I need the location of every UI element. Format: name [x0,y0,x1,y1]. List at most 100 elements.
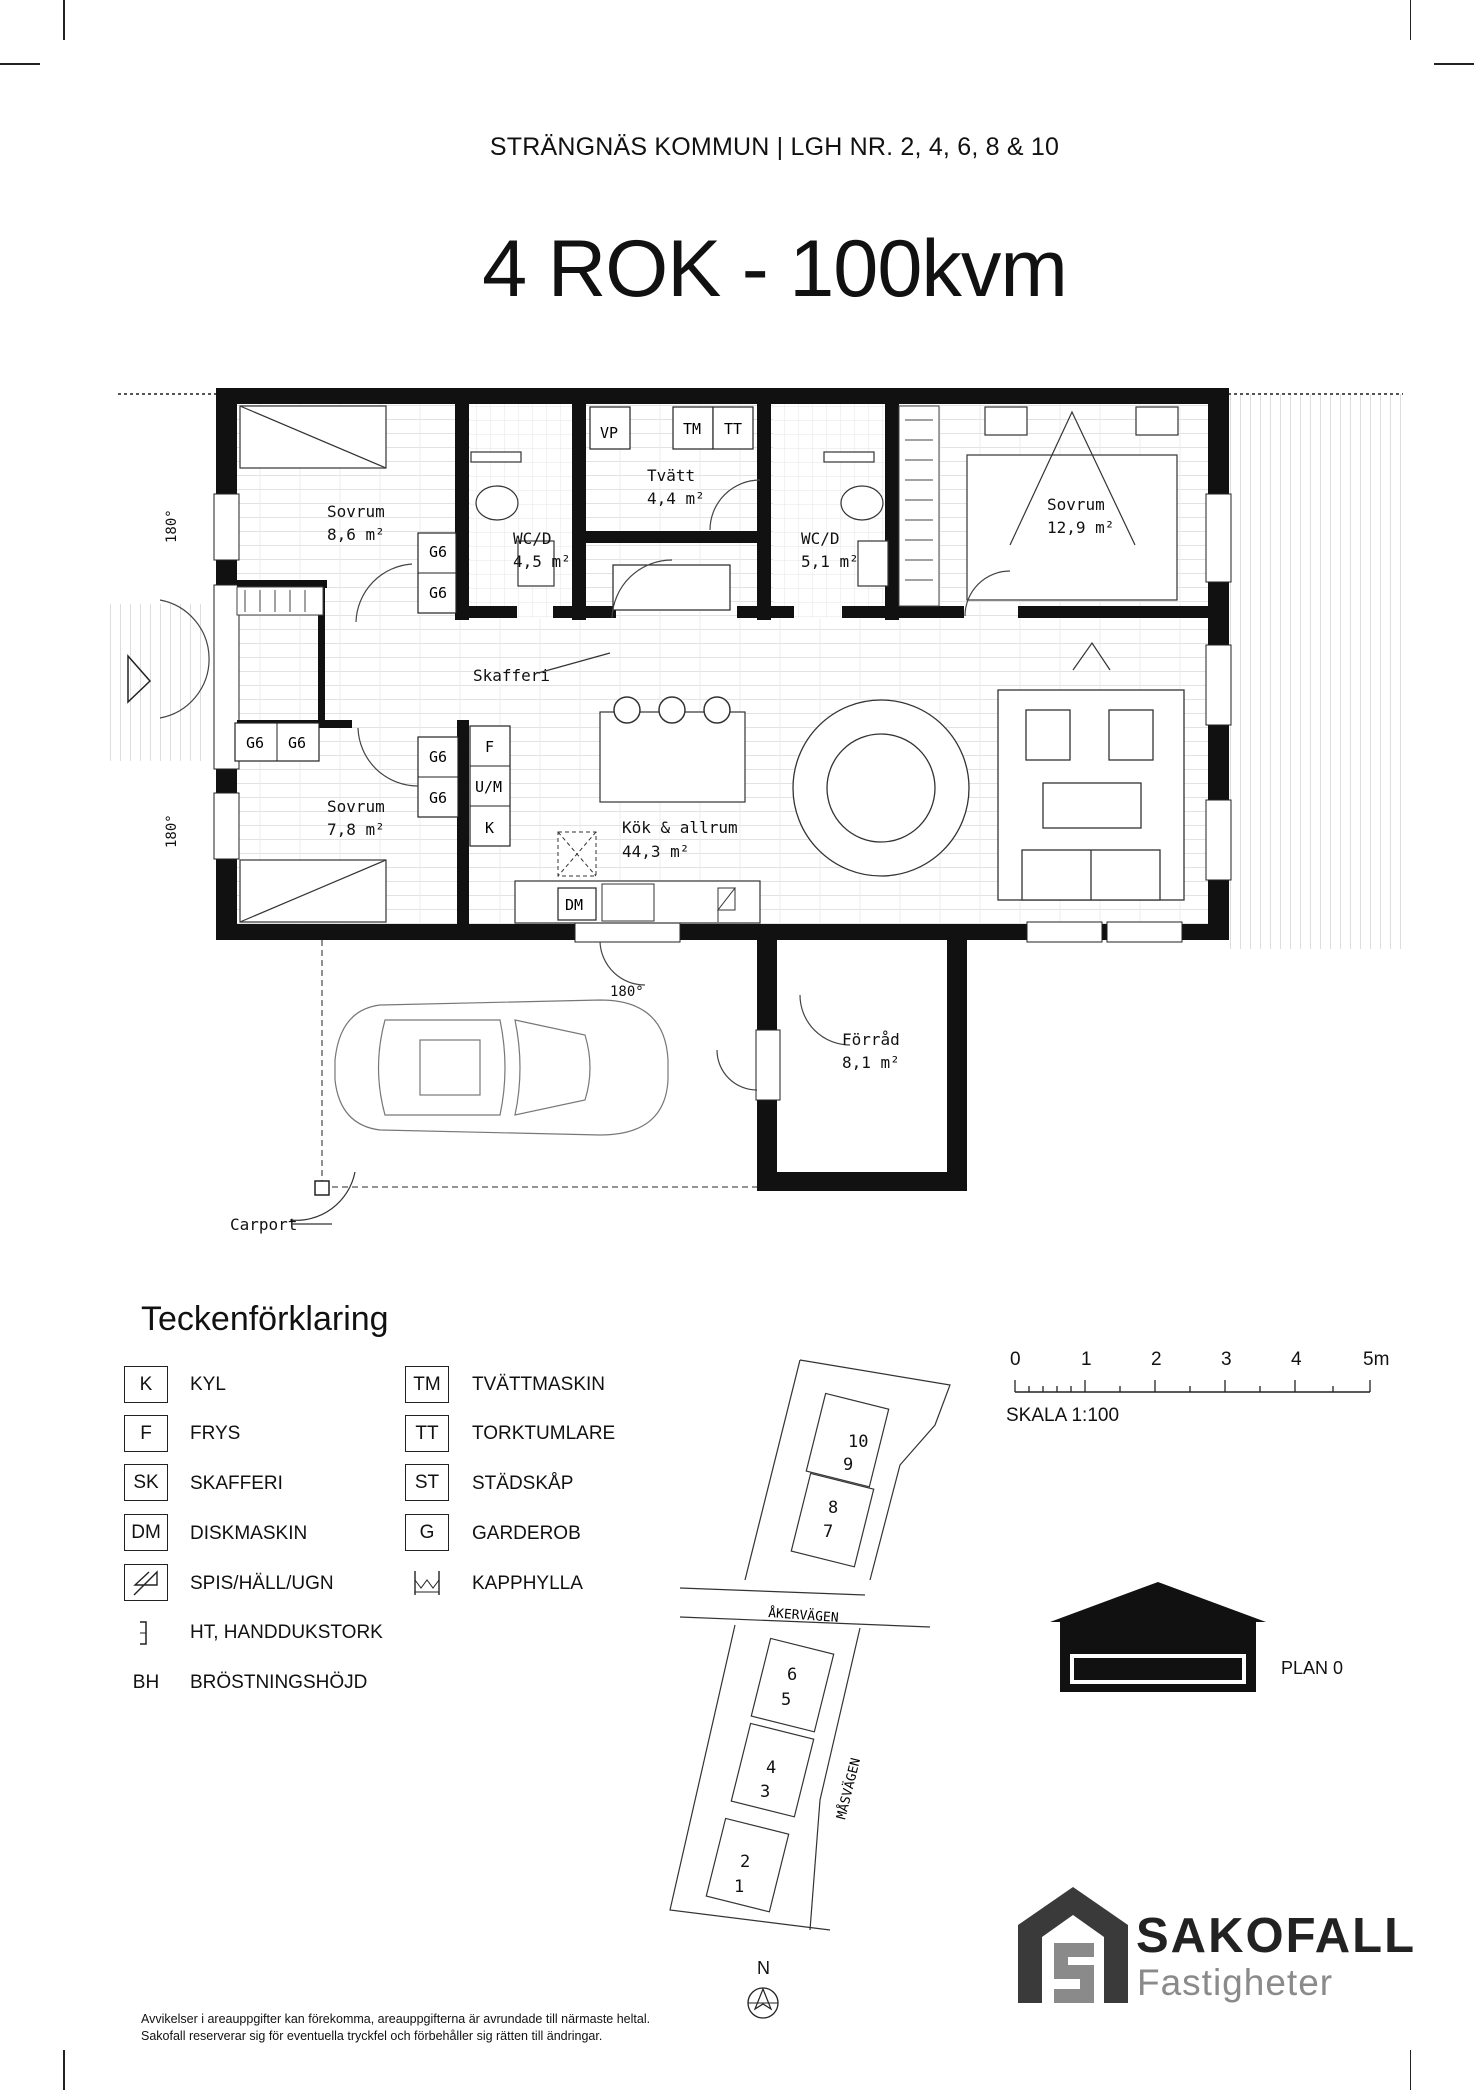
room-area: 4,4 m² [647,489,705,508]
legend-label: KAPPHYLLA [472,1573,583,1594]
room-area: 4,5 m² [513,552,571,571]
bed [239,405,1179,923]
scale-label: SKALA 1:100 [1006,1405,1120,1426]
legend-label: KYL [190,1374,226,1395]
wardrobe-label: G6 [429,584,447,602]
door-angle-label: 180° [610,984,644,1000]
house-section-icon [1050,1582,1266,1692]
carport-label: Carport [230,1215,297,1234]
site-plan: 10 9 8 7 6 5 4 3 2 1 ÅKERVÄGEN MÅSVÄGEN [669,1359,951,1931]
carport-outline [321,940,757,1188]
coat-rack [236,405,940,616]
washer-label: TM [683,420,701,438]
scale-tick-label: 4 [1291,1349,1302,1370]
door-angle-label: 180° [164,814,180,848]
room-name: WC/D [801,529,840,548]
entrance-steps [110,604,210,761]
pantry [612,564,731,611]
room-area: 44,3 m² [622,842,689,861]
wardrobe-label: G6 [288,734,306,752]
legend-label: HT, HANDDUKSTORK [190,1622,383,1643]
towel-rail-icon [124,1614,168,1651]
site-building [705,1392,890,1913]
wardrobe-label: G6 [429,748,447,766]
room-area: 7,8 m² [327,820,385,839]
footer-line: Sakofall reserverar sig för eventuella t… [141,2029,603,2043]
brand-name: SAKOFALL [1136,1909,1417,1963]
north-label: N [757,1958,770,1978]
freezer-label: F [485,738,494,756]
legend-code: SK [124,1464,168,1501]
room-area: 12,9 m² [1047,518,1114,537]
room-name: Tvätt [647,466,695,485]
wardrobe-label: G6 [429,789,447,807]
legend-label: BRÖSTNINGSHÖJD [190,1672,368,1693]
unit-number: 3 [760,1782,770,1802]
legend-code: TT [405,1415,449,1452]
crop-mark [1409,2050,1411,2090]
crop-mark [63,0,65,40]
fridge-freezer-label: U/M [475,778,502,796]
unit-number: 9 [843,1455,853,1475]
legend-code: G [405,1514,449,1551]
room-area: 5,1 m² [801,552,859,571]
crop-mark [0,63,40,65]
legend-code: TM [405,1366,449,1403]
wardrobe [234,532,511,847]
unit-number: 2 [740,1852,750,1872]
toilet [470,451,889,587]
door-angle-label: 180° [164,509,180,543]
legend-code: DM [124,1514,168,1551]
unit-number: 8 [828,1498,838,1518]
room-area: 8,1 m² [842,1053,900,1072]
legend-label: DISKMASKIN [190,1523,308,1544]
page-subtitle: STRÄNGNÄS KOMMUN | LGH NR. 2, 4, 6, 8 & … [489,133,1060,161]
heat-pump-label: VP [600,424,618,442]
pantry-label: Skafferi [473,666,550,685]
footer-line: Avvikelser i areauppgifter kan förekomma… [141,2012,651,2026]
room-name: Sovrum [1047,495,1105,514]
dishwasher-label: DM [565,896,583,914]
legend-label: TORKTUMLARE [472,1423,616,1444]
bar-stool [613,696,731,724]
room-name: Förråd [842,1030,900,1049]
north-arrow-icon [747,1987,779,2019]
room-name: Sovrum [327,797,385,816]
legend-code: ST [405,1464,449,1501]
sofa-group [997,689,1185,901]
carport-post [314,1180,330,1196]
floor-plan: G6 G6 G6 G6 G6 G6 F U/M K VP TM TT [110,388,1403,1234]
door-swing [159,479,1011,1091]
scale-tick-label: 2 [1151,1349,1162,1370]
legend-label: SPIS/HÄLL/UGN [190,1573,334,1594]
footer-disclaimer: Avvikelser i areauppgifter kan förekomma… [141,2011,650,2045]
crop-mark [1434,63,1474,65]
brand-subname: Fastigheter [1137,1962,1334,2003]
coat-rack-icon [405,1564,449,1601]
scale-tick-label: 5m [1363,1349,1390,1370]
unit-number: 7 [823,1522,833,1542]
room-area: 8,6 m² [327,525,385,544]
crop-mark [63,2050,65,2090]
unit-number: 4 [766,1758,776,1778]
road-label: MÅSVÄGEN [833,1756,864,1821]
room-name: Sovrum [327,502,385,521]
legend-label: FRYS [190,1423,241,1444]
unit-number: 5 [781,1690,791,1710]
legend-code: F [124,1415,168,1452]
scale-tick-label: 3 [1221,1349,1232,1370]
legend-title: Teckenförklaring [141,1300,389,1338]
fridge-label: K [485,819,494,837]
page-title: 4 ROK - 100kvm [482,224,1068,314]
legend-label: TVÄTTMASKIN [472,1374,606,1395]
legend-label: STÄDSKÅP [472,1473,574,1494]
car [334,999,669,1136]
terrace-deck [1228,394,1403,949]
legend-code: BH [132,1671,160,1693]
plan-level-label: PLAN 0 [1281,1658,1344,1678]
unit-number: 1 [734,1877,744,1897]
kitchen-island [599,711,746,803]
scale-tick-label: 1 [1081,1349,1092,1370]
unit-number: 10 [848,1432,868,1452]
crop-mark [1409,0,1411,40]
